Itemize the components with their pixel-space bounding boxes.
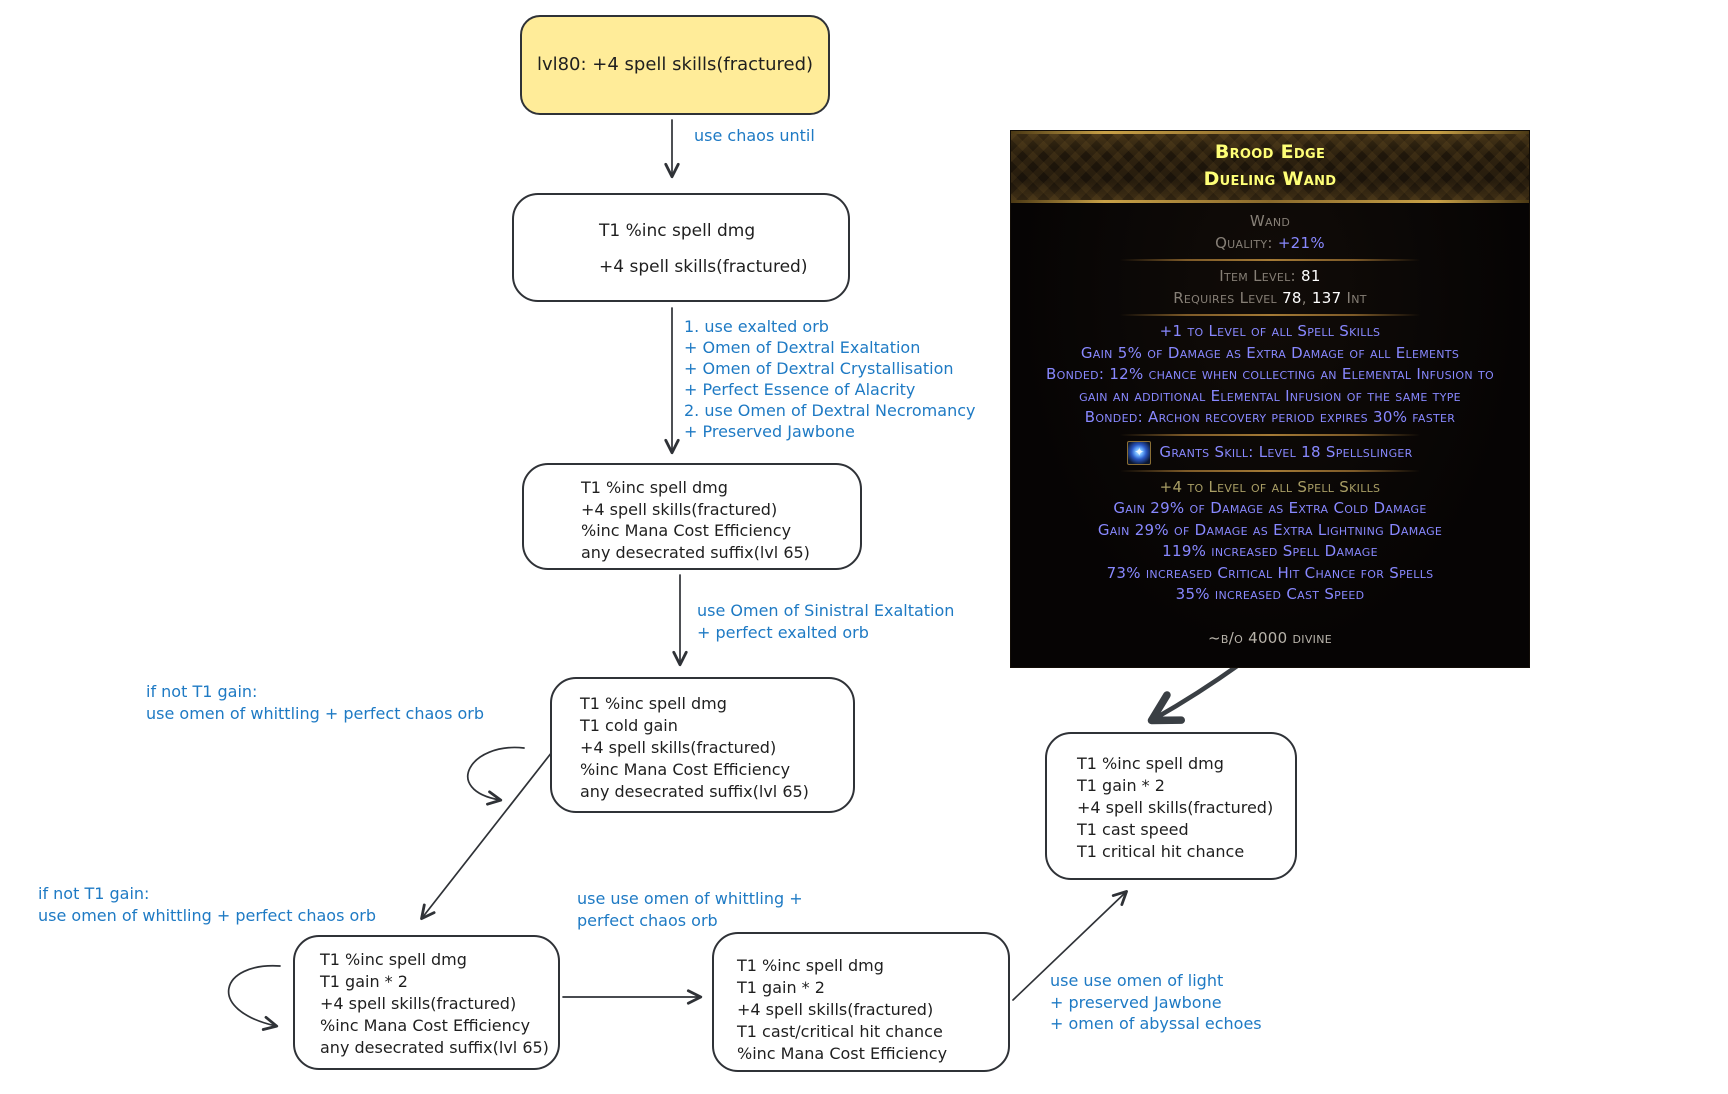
item-tooltip-header: Brood Edge Dueling Wand xyxy=(1011,131,1529,203)
arrow-tooltip-to-final xyxy=(1147,661,1243,725)
granted-skill-row: ✦ Grants Skill: Level 18 Spellslinger xyxy=(1011,440,1529,465)
text-line: +4 spell skills(fractured) xyxy=(599,257,808,277)
item-name: Brood Edge xyxy=(1214,141,1326,163)
text-line: T1 cold gain xyxy=(580,716,678,735)
text-line: 35% increased Cast Speed xyxy=(1175,585,1365,603)
text-line: + preserved Jawbone xyxy=(1050,992,1222,1012)
text-line: +4 spell skills(fractured) xyxy=(580,738,777,757)
text-line: use Omen of Sinistral Exaltation xyxy=(697,601,955,620)
edge-label-whittling: use use omen of whittling + perfect chaos… xyxy=(577,888,803,931)
text-line: 73% increased Critical Hit Chance for Sp… xyxy=(1106,563,1434,582)
quality-value: +21% xyxy=(1277,233,1325,252)
text-line: perfect chaos orb xyxy=(577,910,718,930)
text-line: 2. use Omen of Dextral Necromancy xyxy=(684,401,976,420)
text-line: T1 gain * 2 xyxy=(320,972,408,991)
flow-node-step6: T1 %inc spell dmg T1 gain * 2 +4 spell ski… xyxy=(712,932,1010,1072)
text-line: T1 %inc spell dmg xyxy=(581,478,728,497)
text-line: T1 cast/critical hit chance xyxy=(737,1022,943,1041)
fractured-mod: +4 to Level of all Spell Skills xyxy=(1159,477,1381,496)
item-requirements: Requires Level 78, 137 Int xyxy=(1173,288,1367,307)
flow-node-step5: T1 %inc spell dmg T1 gain * 2 +4 spell ski… xyxy=(293,935,560,1070)
spellslinger-gem-icon: ✦ xyxy=(1127,440,1152,465)
retry-loop-step4 xyxy=(466,746,525,806)
price-note: ~b/o 4000 divine xyxy=(1208,628,1332,647)
text-line: any desecrated suffix(lvl 65) xyxy=(320,1038,549,1057)
flow-node-final: T1 %inc spell dmg T1 gain * 2 +4 spell ski… xyxy=(1045,732,1297,880)
flow-node-step4: T1 %inc spell dmg T1 cold gain +4 spell sk… xyxy=(550,677,855,813)
item-level-label: Item Level: xyxy=(1219,267,1296,285)
text-line: %inc Mana Cost Efficiency xyxy=(581,521,792,540)
text-line: +4 spell skills(fractured) xyxy=(581,499,778,519)
text-line: if not T1 gain: xyxy=(146,682,258,701)
text-line: T1 cast speed xyxy=(1077,820,1189,839)
retry-loop-step5 xyxy=(228,965,281,1031)
text-line: T1 %inc spell dmg xyxy=(599,221,756,241)
item-tooltip-body: Wand Quality: +21% Item Level: 81 Requir… xyxy=(1011,203,1529,649)
text-line: %inc Mana Cost Efficiency xyxy=(580,760,791,779)
node-text: lvl80: +4 spell skills(fractured) xyxy=(536,54,814,75)
text-line: + Preserved Jawbone xyxy=(684,422,855,441)
text-line: T1 gain * 2 xyxy=(1077,776,1165,795)
text-line: T1 %inc spell dmg xyxy=(737,956,884,975)
text-line: 119% increased Spell Damage xyxy=(1162,542,1378,560)
text-line: +4 spell skills(fractured) xyxy=(320,994,517,1013)
text-line: +1 to Level of all Spell Skills xyxy=(1159,322,1381,340)
item-quality: Quality: +21% xyxy=(1011,233,1529,255)
text-line: T1 gain * 2 xyxy=(737,978,825,997)
arrow-step4-to-step5 xyxy=(420,751,553,921)
text-line: any desecrated suffix(lvl 65) xyxy=(581,542,810,562)
text-line: use use omen of light xyxy=(1050,971,1224,990)
text-line: use chaos until xyxy=(694,126,815,145)
text-line: + Omen of Dextral Exaltation xyxy=(684,338,921,357)
flow-node-start: lvl80: +4 spell skills(fractured) xyxy=(520,15,830,115)
text-line: T1 %inc spell dmg xyxy=(580,694,727,713)
flow-node-step2: T1 %inc spell dmg +4 spell skills(fractur… xyxy=(512,193,850,302)
text-line: if not T1 gain: xyxy=(38,884,150,903)
edge-label-use-chaos: use chaos until xyxy=(694,125,815,147)
edge-label-omen-of-light: use use omen of light + preserved Jawbone… xyxy=(1050,970,1262,1035)
text-line: Bonded: 12% chance when collecting an El… xyxy=(1046,365,1494,405)
text-line: + omen of abyssal echoes xyxy=(1050,1014,1262,1033)
edge-label-retry1: if not T1 gain: use omen of whittling + p… xyxy=(146,681,484,724)
separator xyxy=(1120,469,1420,472)
edge-label-retry2: if not T1 gain: use omen of whittling + p… xyxy=(38,883,376,926)
text-line: + Perfect Essence of Alacrity xyxy=(684,380,916,399)
item-tooltip: Brood Edge Dueling Wand Wand Quality: +2… xyxy=(1010,130,1530,668)
text-line: T1 %inc spell dmg xyxy=(1077,754,1224,773)
text-line: %inc Mana Cost Efficiency xyxy=(737,1044,948,1063)
flow-node-step3: T1 %inc spell dmg +4 spell skills(fractur… xyxy=(522,463,862,570)
text-line: T1 critical hit chance xyxy=(1077,842,1245,861)
quality-label: Quality: xyxy=(1215,233,1273,252)
text-line: + perfect exalted orb xyxy=(697,622,869,642)
text-line: use use omen of whittling + xyxy=(577,889,803,908)
text-line: +4 spell skills(fractured) xyxy=(1077,798,1274,817)
item-class: Wand xyxy=(1249,212,1291,230)
item-base-type: Dueling Wand xyxy=(1203,168,1337,190)
text-line: T1 %inc spell dmg xyxy=(320,950,467,969)
text-line: use omen of whittling + perfect chaos or… xyxy=(38,905,377,925)
item-level-value: 81 xyxy=(1301,267,1321,285)
separator xyxy=(1120,433,1420,436)
edge-label-exalt-steps: 1. use exalted orb + Omen of Dextral Exal… xyxy=(684,316,975,442)
text-line: Bonded: Archon recovery period expires 3… xyxy=(1084,408,1456,426)
text-line: Gain 29% of Damage as Extra Cold Damage xyxy=(1113,499,1427,517)
separator xyxy=(1120,259,1420,261)
separator xyxy=(1120,314,1420,316)
edge-label-sinistral: use Omen of Sinistral Exaltation + perfec… xyxy=(697,600,954,643)
text-line: 1. use exalted orb xyxy=(684,317,829,336)
text-line: any desecrated suffix(lvl 65) xyxy=(580,782,809,801)
granted-skill-text: Grants Skill: Level 18 Spellslinger xyxy=(1159,442,1413,461)
text-line: %inc Mana Cost Efficiency xyxy=(320,1016,531,1035)
text-line: use omen of whittling + perfect chaos or… xyxy=(146,703,485,723)
item-level: Item Level: 81 xyxy=(1011,266,1529,288)
text-line: +4 spell skills(fractured) xyxy=(737,1000,934,1019)
text-line: + Omen of Dextral Crystallisation xyxy=(684,359,954,378)
text-line: Gain 29% of Damage as Extra Lightning Da… xyxy=(1097,520,1443,539)
text-line: Gain 5% of Damage as Extra Damage of all… xyxy=(1080,343,1460,362)
